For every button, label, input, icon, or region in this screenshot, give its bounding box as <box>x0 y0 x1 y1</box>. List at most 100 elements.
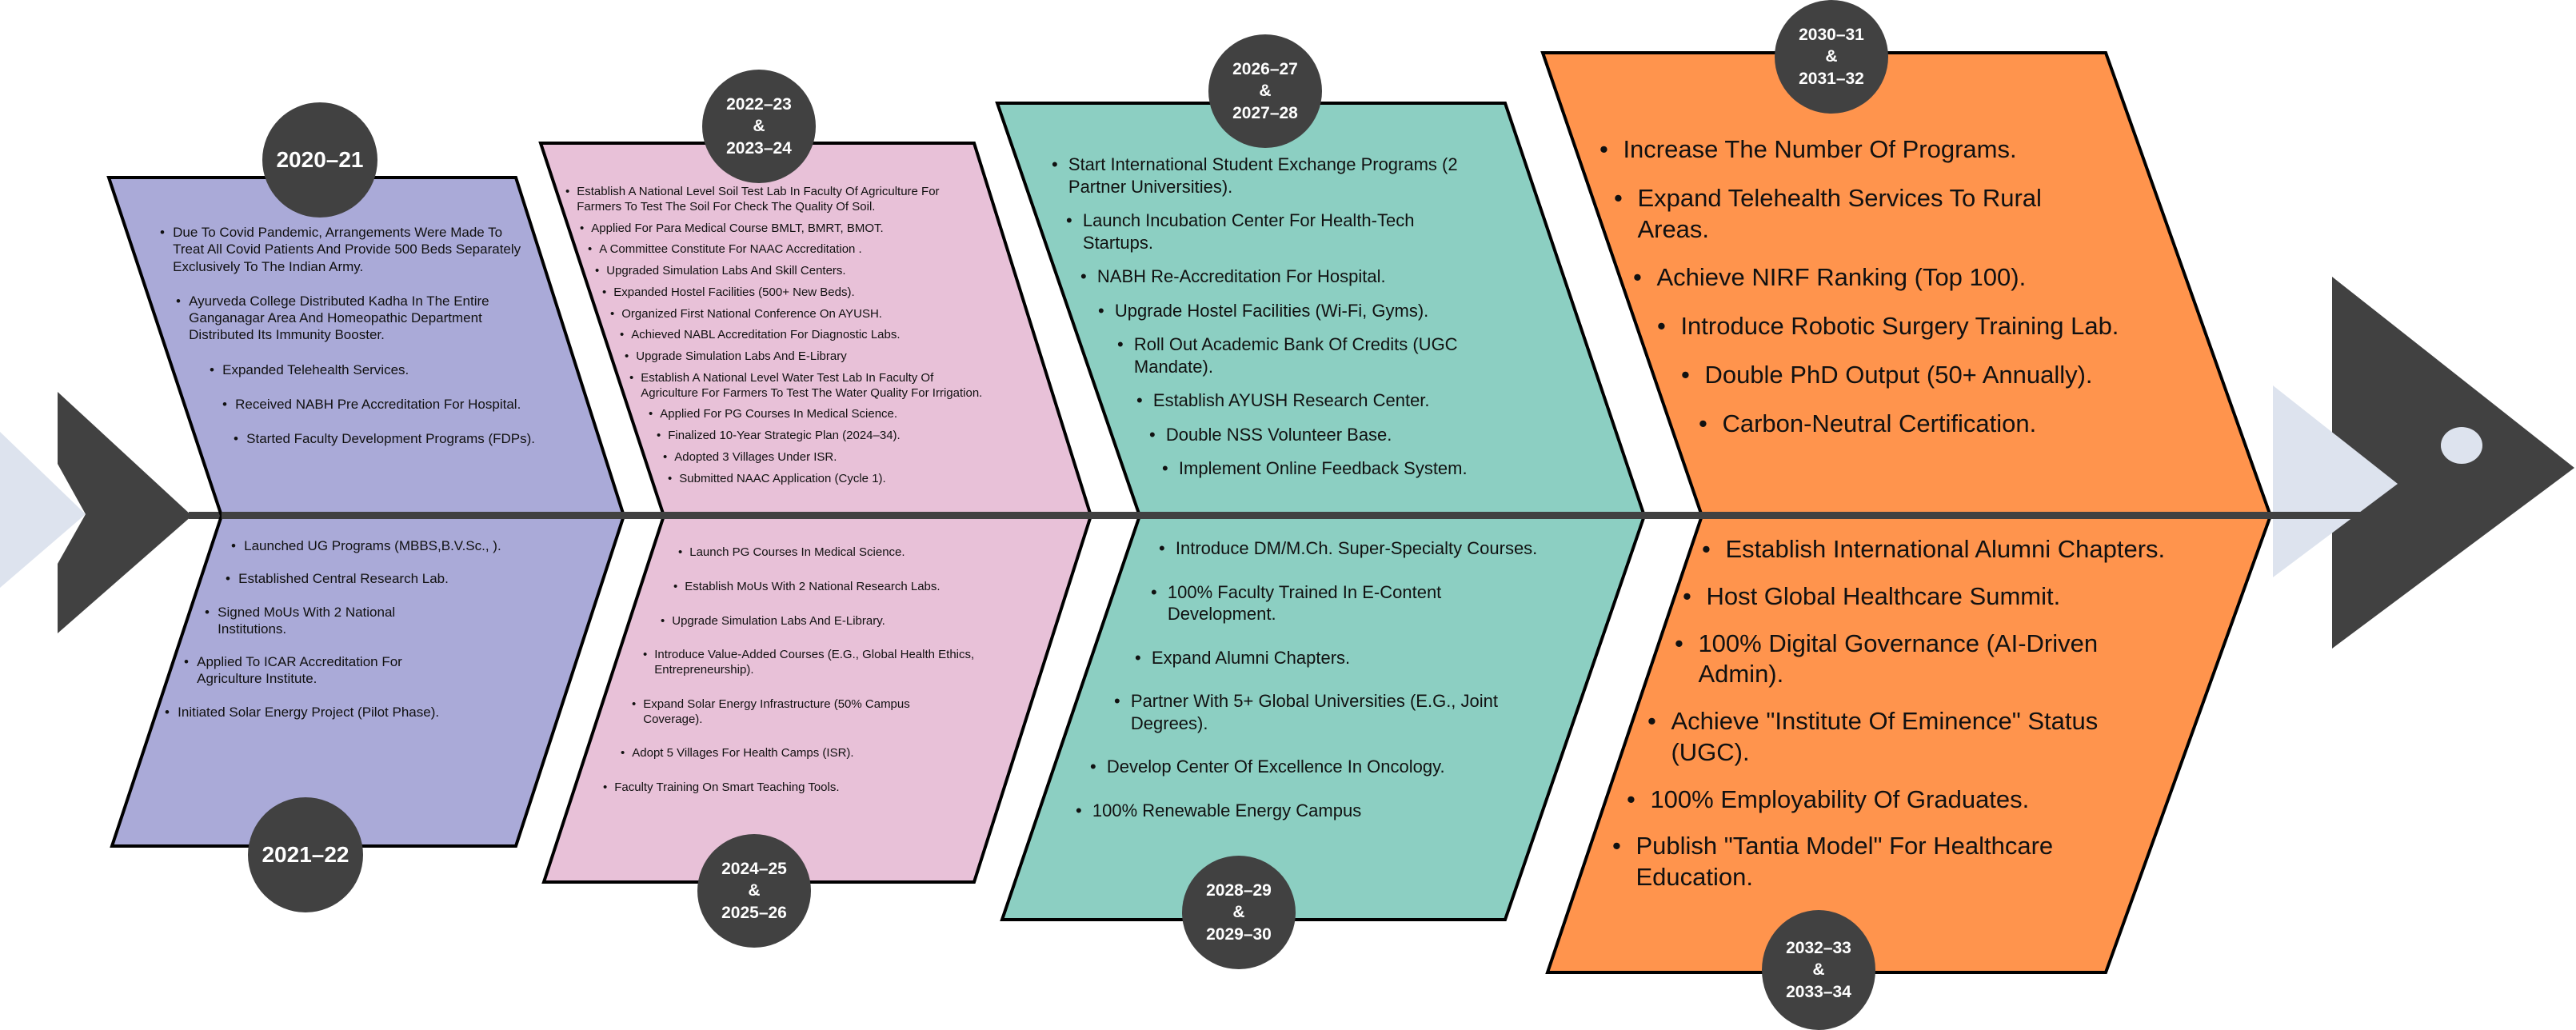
block-1-top-list: Due To Covid Pandemic, Arrangements Were… <box>160 224 536 448</box>
year-label: 2024–25 <box>721 860 787 879</box>
year-label: 2032–33 <box>1786 939 1851 958</box>
list-item: Establish MoUs With 2 National Research … <box>673 580 1040 595</box>
block-4-top-list: Increase The Number Of Programs. Expand … <box>1600 134 2207 439</box>
ampersand: & <box>1812 960 1825 980</box>
list-item: Faculty Training On Smart Teaching Tools… <box>603 780 1040 796</box>
list-item: Expanded Hostel Facilities (500+ New Bed… <box>602 285 981 301</box>
year-label: 2027–28 <box>1232 103 1298 122</box>
list-item: Ayurveda College Distributed Kadha In Th… <box>176 293 536 344</box>
list-item: Applied For Para Medical Course BMLT, BM… <box>580 222 981 237</box>
list-item: Introduce DM/M.Ch. Super-Specialty Cours… <box>1159 537 1627 560</box>
list-item: Start International Student Exchange Pro… <box>1052 154 1516 198</box>
head-light-triangle <box>2273 385 2398 577</box>
list-item: Establish International Alumni Chapters. <box>1702 534 2255 565</box>
year-badge-2026-28: 2026–27 & 2027–28 <box>1208 34 1322 148</box>
list-item: Achieved NABL Accreditation For Diagnost… <box>620 328 981 343</box>
list-item: 100% Renewable Energy Campus <box>1076 800 1627 822</box>
ampersand: & <box>753 117 765 136</box>
year-label: 2029–30 <box>1206 924 1272 944</box>
list-item: Host Global Healthcare Summit. <box>1683 581 2255 613</box>
fish-head <box>2270 277 2574 649</box>
list-item: Adopted 3 Villages Under ISR. <box>663 450 981 465</box>
year-badge-2021-22: 2021–22 <box>248 797 363 912</box>
list-item: Applied To ICAR Accreditation For Agricu… <box>184 653 461 688</box>
list-item: Submitted NAAC Application (Cycle 1). <box>668 472 981 487</box>
list-item: Achieve "Institute Of Eminence" Status (… <box>1647 706 2167 769</box>
year-label: 2033–34 <box>1786 982 1851 1001</box>
block-3-bottom-list: Introduce DM/M.Ch. Super-Specialty Cours… <box>1052 537 1627 821</box>
list-item: Expanded Telehealth Services. <box>210 361 536 379</box>
list-item: Implement Online Feedback System. <box>1162 457 1532 480</box>
spine-head-segment <box>2270 512 2397 519</box>
year-badge-2020-21: 2020–21 <box>262 102 377 218</box>
year-label: 2023–24 <box>726 138 792 158</box>
list-item: NABH Re-Accreditation For Hospital. <box>1080 265 1532 288</box>
list-item: Expand Alumni Chapters. <box>1135 647 1627 669</box>
list-item: 100% Employability Of Graduates. <box>1627 784 2255 816</box>
list-item: Double PhD Output (50+ Annually). <box>1681 360 2207 391</box>
list-item: Upgrade Simulation Labs And E-Library. <box>661 614 1040 629</box>
list-item: Increase The Number Of Programs. <box>1600 134 2207 166</box>
year-label: 2025–26 <box>721 903 787 922</box>
list-item: Signed MoUs With 2 National Institutions… <box>205 604 449 638</box>
block-3-top-list: Start International Student Exchange Pro… <box>1052 154 1532 480</box>
list-item: Launch PG Courses In Medical Science. <box>678 545 1040 561</box>
list-item: Started Faculty Development Programs (FD… <box>234 430 536 448</box>
year-label: 2021–22 <box>262 841 349 867</box>
ampersand: & <box>748 881 761 900</box>
list-item: Upgraded Simulation Labs And Skill Cente… <box>595 264 981 279</box>
tail-dark-fin <box>58 392 192 633</box>
year-label: 2026–27 <box>1232 60 1298 79</box>
list-item: Introduce Robotic Surgery Training Lab. <box>1657 311 2207 342</box>
fish-tail <box>0 392 192 633</box>
list-item: Publish "Tantia Model" For Healthcare Ed… <box>1612 831 2115 893</box>
block-1-bottom-list: Launched UG Programs (MBBS,B.V.Sc., ). E… <box>165 537 587 721</box>
year-badge-2032-34: 2032–33 & 2033–34 <box>1762 910 1875 1030</box>
list-item: Upgrade Hostel Facilities (Wi-Fi, Gyms). <box>1098 300 1532 322</box>
list-item: Double NSS Volunteer Base. <box>1149 424 1532 446</box>
list-item: Expand Telehealth Services To Rural Area… <box>1614 183 2101 246</box>
list-item: Partner With 5+ Global Universities (E.G… <box>1114 690 1547 734</box>
list-item: 100% Faculty Trained In E-Content Develo… <box>1151 581 1504 625</box>
list-item: Establish AYUSH Research Center. <box>1136 389 1532 412</box>
list-item: Expand Solar Energy Infrastructure (50% … <box>632 697 963 728</box>
list-item: 100% Digital Governance (AI-Driven Admin… <box>1675 629 2146 691</box>
ampersand: & <box>1232 903 1245 922</box>
year-label: 2030–31 <box>1799 26 1864 45</box>
list-item: Received NABH Pre Accreditation For Hosp… <box>222 396 536 413</box>
eye-icon <box>2441 427 2482 464</box>
tail-light-fin <box>0 432 86 588</box>
list-item: Launch Incubation Center For Health-Tech… <box>1066 210 1483 254</box>
list-item: Launched UG Programs (MBBS,B.V.Sc., ). <box>231 537 587 555</box>
list-item: Adopt 5 Villages For Health Camps (ISR). <box>621 746 1040 761</box>
block-2-top-list: Establish A National Level Soil Test Lab… <box>565 185 984 487</box>
list-item: Applied For PG Courses In Medical Scienc… <box>649 407 981 422</box>
list-item: Establish A National Level Soil Test Lab… <box>565 185 981 215</box>
year-badge-2024-26: 2024–25 & 2025–26 <box>697 834 811 948</box>
list-item: A Committee Constitute For NAAC Accredit… <box>588 242 981 258</box>
list-item: Organized First National Conference On A… <box>610 307 981 322</box>
list-item: Achieve NIRF Ranking (Top 100). <box>1633 262 2207 293</box>
year-label: 2022–23 <box>726 95 792 114</box>
year-badge-2030-32: 2030–31 & 2031–32 <box>1775 0 1888 114</box>
year-badge-2022-24: 2022–23 & 2023–24 <box>702 70 816 183</box>
list-item: Upgrade Simulation Labs And E-Library <box>625 349 981 365</box>
year-badge-2028-30: 2028–29 & 2029–30 <box>1182 856 1296 969</box>
spine-overlay <box>222 512 2270 519</box>
list-item: Due To Covid Pandemic, Arrangements Were… <box>160 224 536 275</box>
list-item: Introduce Value-Added Courses (E.G., Glo… <box>643 648 1030 678</box>
list-item: Carbon-Neutral Certification. <box>1699 409 2207 440</box>
year-label: 2028–29 <box>1206 881 1272 900</box>
block-4-bottom-list: Establish International Alumni Chapters.… <box>1612 534 2255 893</box>
list-item: Established Central Research Lab. <box>226 570 462 588</box>
year-label: 2020–21 <box>276 146 364 172</box>
ampersand: & <box>1825 47 1838 66</box>
list-item: Establish A National Level Water Test La… <box>629 371 984 401</box>
list-item: Roll Out Academic Bank Of Credits (UGC M… <box>1117 333 1526 377</box>
list-item: Develop Center Of Excellence In Oncology… <box>1090 756 1627 778</box>
head-dark-triangle <box>2332 277 2574 649</box>
ampersand: & <box>1259 82 1272 101</box>
list-item: Finalized 10-Year Strategic Plan (2024–3… <box>657 429 981 444</box>
list-item: Initiated Solar Energy Project (Pilot Ph… <box>165 704 587 721</box>
block-2-bottom-list: Launch PG Courses In Medical Science. Es… <box>592 545 1040 796</box>
